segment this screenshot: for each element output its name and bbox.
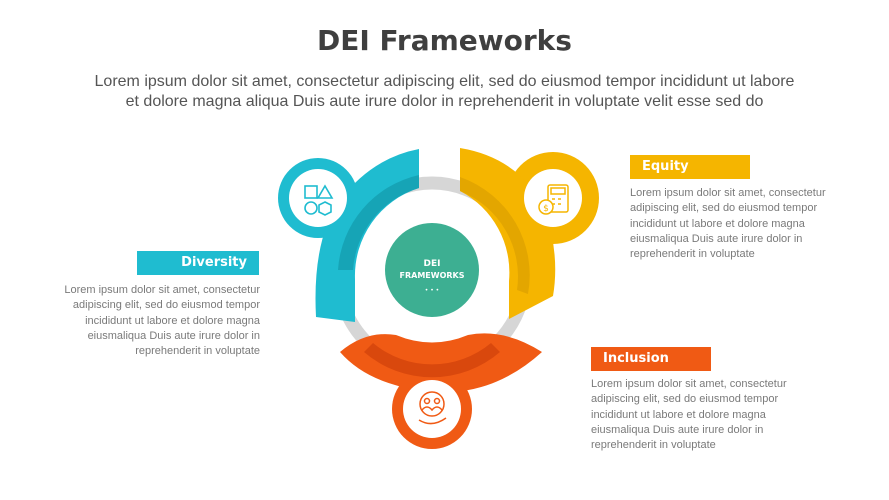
center-circle xyxy=(385,223,479,317)
center-line-2: FRAMEWORKS xyxy=(400,271,465,280)
equity-desc-line: adipiscing elit, sed do eiusmod tempor xyxy=(630,202,818,215)
inclusion-label-text: Inclusion xyxy=(603,351,669,366)
page-subtitle: Lorem ipsum dolor sit amet, consectetur … xyxy=(30,72,859,112)
inclusion-description: Lorem ipsum dolor sit amet, consectetur … xyxy=(591,377,821,453)
diversity-segment xyxy=(278,149,419,322)
svg-text:$: $ xyxy=(543,204,549,214)
equity-segment: $ xyxy=(460,148,599,319)
center-line-1: DEI xyxy=(424,259,441,269)
inclusion-arc-shadow xyxy=(364,343,500,378)
equity-desc-line: reprehenderit in voluptate xyxy=(630,248,755,261)
diversity-description: Lorem ipsum dolor sit amet, consectetur … xyxy=(32,283,260,359)
inclusion-desc-line: eiusmaliqua Duis aute irure dolor in xyxy=(591,423,764,436)
diversity-label: Diversity xyxy=(137,251,259,275)
inclusion-desc-line: adipiscing elit, sed do eiusmod tempor xyxy=(591,393,779,406)
equity-icon-bg xyxy=(524,169,582,227)
equity-arc-shadow xyxy=(460,177,530,294)
inclusion-label: Inclusion xyxy=(591,347,711,371)
inclusion-desc-line: Lorem ipsum dolor sit amet, consectetur xyxy=(591,378,787,390)
diversity-desc-line: eiusmaliqua Duis aute irure dolor in xyxy=(87,329,260,342)
subtitle-line-2: et dolore magna aliqua Duis aute irure d… xyxy=(125,93,764,110)
equity-description: Lorem ipsum dolor sit amet, consectetur … xyxy=(630,186,860,262)
people-in-hand-icon xyxy=(418,391,447,425)
inclusion-desc-line: reprehenderit in voluptate xyxy=(591,439,716,452)
diversity-desc-line: incididunt ut labore et dolore magna xyxy=(85,314,260,327)
diversity-label-text: Diversity xyxy=(181,255,247,270)
page-title: DEI Frameworks xyxy=(317,24,572,57)
equity-desc-line: eiusmaliqua Duis aute irure dolor in xyxy=(630,232,803,245)
equity-desc-line: incididunt ut labore et dolore magna xyxy=(630,217,805,230)
inclusion-desc-line: incididunt ut labore et dolore magna xyxy=(591,408,766,421)
diversity-desc-line: adipiscing elit, sed do eiusmod tempor xyxy=(72,299,260,312)
equity-desc-line: Lorem ipsum dolor sit amet, consectetur xyxy=(630,187,826,199)
finance-calculator-icon: $ xyxy=(538,184,569,215)
diversity-desc-line: Lorem ipsum dolor sit amet, consectetur xyxy=(64,284,260,296)
diversity-arc-shadow xyxy=(338,175,419,270)
inclusion-segment xyxy=(340,333,542,449)
equity-label-text: Equity xyxy=(642,159,689,174)
shapes-icon xyxy=(304,184,334,216)
subtitle-line-1: Lorem ipsum dolor sit amet, consectetur … xyxy=(94,73,795,90)
center-dots: • • • xyxy=(425,287,439,294)
diversity-desc-line: reprehenderit in voluptate xyxy=(135,345,260,358)
equity-label: Equity xyxy=(630,155,750,179)
